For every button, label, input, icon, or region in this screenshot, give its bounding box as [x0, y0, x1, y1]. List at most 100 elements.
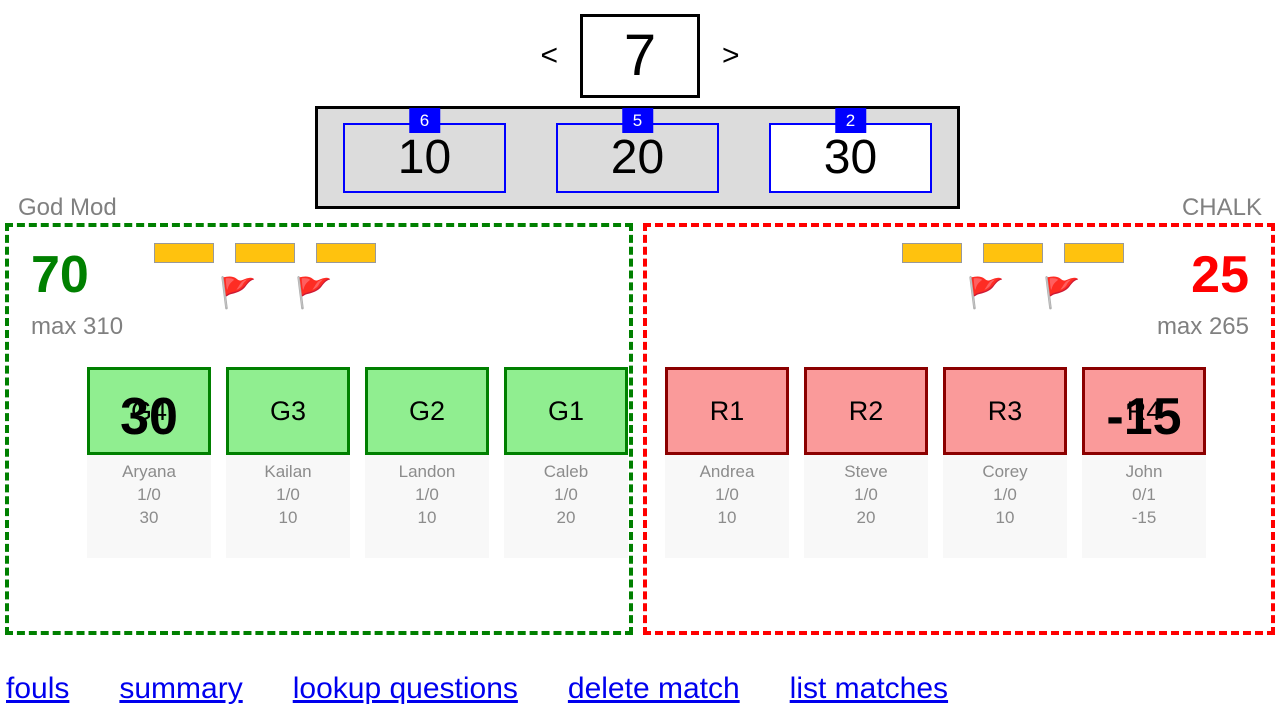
red-flag-icon: 🚩: [1043, 277, 1081, 310]
flag-row-left: 🚩🚩: [219, 279, 376, 309]
player-record: 1/0: [415, 484, 439, 504]
player-button-R1[interactable]: R1: [665, 367, 789, 455]
player-record: 0/1: [1132, 484, 1156, 504]
point-option-value: 20: [610, 130, 665, 184]
player-record: 1/0: [137, 484, 161, 504]
player-button-R2[interactable]: R2: [804, 367, 928, 455]
footer-link-delete-match[interactable]: delete match: [567, 672, 740, 705]
team-score-right: 25: [1191, 246, 1249, 304]
team-score-block-left: 70 max 310: [31, 249, 123, 339]
player-button-R4[interactable]: R4-15: [1082, 367, 1206, 455]
previous-question-button[interactable]: <: [540, 39, 558, 72]
yellow-card-icon: [316, 243, 376, 263]
question-number-value: 7: [623, 23, 657, 88]
player-name: Andrea: [699, 462, 755, 481]
point-option-count-badge: 6: [408, 107, 441, 133]
player-code-label: R3: [987, 395, 1023, 426]
player-code-label: G4: [130, 395, 168, 426]
player-stats-card: Aryana 1/0 30: [87, 455, 211, 558]
player-name: Corey: [982, 462, 1028, 481]
footer-link-bar: fouls summary lookup questions delete match…: [0, 672, 1280, 706]
player-stats-card: Steve 1/0 20: [804, 455, 928, 558]
point-option-value: 10: [397, 130, 452, 184]
player-record: 1/0: [715, 484, 739, 504]
player-record: 1/0: [993, 484, 1017, 504]
player-stats-card: Landon 1/0 10: [365, 455, 489, 558]
player-stats-card: Kailan 1/0 10: [226, 455, 350, 558]
player-button-G1[interactable]: G1: [504, 367, 628, 455]
player-points: 20: [856, 507, 876, 527]
team-max-score-right: max 265: [1156, 313, 1249, 340]
point-option-count-badge: 5: [621, 107, 654, 133]
player-points: -15: [1131, 507, 1157, 527]
player-record: 1/0: [276, 484, 300, 504]
yellow-card-row-right: [902, 243, 1124, 263]
penalty-indicators-left: 🚩🚩: [154, 243, 376, 309]
yellow-card-icon: [154, 243, 214, 263]
player-code-label: G3: [269, 395, 307, 426]
next-question-button[interactable]: >: [722, 39, 740, 72]
player-code-label: G2: [408, 395, 446, 426]
point-option-count-badge: 2: [834, 107, 867, 133]
footer-link-list-matches[interactable]: list matches: [789, 672, 949, 705]
team-score-left: 70: [31, 246, 89, 304]
player-stats-card: Corey 1/0 10: [943, 455, 1067, 558]
red-flag-icon: 🚩: [219, 277, 257, 310]
footer-link-summary[interactable]: summary: [119, 672, 243, 705]
player-name: Aryana: [122, 462, 176, 481]
yellow-card-icon: [235, 243, 295, 263]
player-stats-card: John 0/1 -15: [1082, 455, 1206, 558]
player-button-R3[interactable]: R3: [943, 367, 1067, 455]
player-points: 10: [417, 507, 437, 527]
team-score-block-right: 25 max 265: [1157, 249, 1249, 339]
player-name: John: [1125, 462, 1163, 481]
flag-row-right: 🚩🚩: [967, 279, 1124, 309]
player-code-label: R1: [709, 395, 745, 426]
player-record: 1/0: [854, 484, 878, 504]
player-points: 20: [556, 507, 576, 527]
team-name-left: God Mod: [18, 194, 117, 221]
player-name: Landon: [398, 462, 456, 481]
yellow-card-icon: [902, 243, 962, 263]
team-max-score-left: max 310: [31, 313, 124, 340]
point-option-value: 30: [823, 130, 878, 184]
yellow-card-row-left: [154, 243, 376, 263]
player-button-G3[interactable]: G3: [226, 367, 350, 455]
player-code-label: G1: [547, 395, 585, 426]
footer-link-fouls[interactable]: fouls: [6, 672, 70, 705]
player-code-label: R4: [1126, 395, 1162, 426]
player-record: 1/0: [554, 484, 578, 504]
player-name: Kailan: [264, 462, 312, 481]
question-navigator: < 7 >: [0, 14, 1280, 98]
yellow-card-icon: [983, 243, 1043, 263]
player-points: 10: [995, 507, 1015, 527]
player-code-label: R2: [848, 395, 884, 426]
player-points: 30: [139, 507, 159, 527]
player-name: Steve: [844, 462, 888, 481]
red-flag-icon: 🚩: [295, 277, 333, 310]
question-number-box[interactable]: 7: [580, 14, 700, 98]
footer-link-lookup-questions[interactable]: lookup questions: [292, 672, 518, 705]
player-points: 10: [278, 507, 298, 527]
player-button-G2[interactable]: G2: [365, 367, 489, 455]
player-points: 10: [717, 507, 737, 527]
yellow-card-icon: [1064, 243, 1124, 263]
player-stats-card: Andrea 1/0 10: [665, 455, 789, 558]
penalty-indicators-right: 🚩🚩: [902, 243, 1124, 309]
